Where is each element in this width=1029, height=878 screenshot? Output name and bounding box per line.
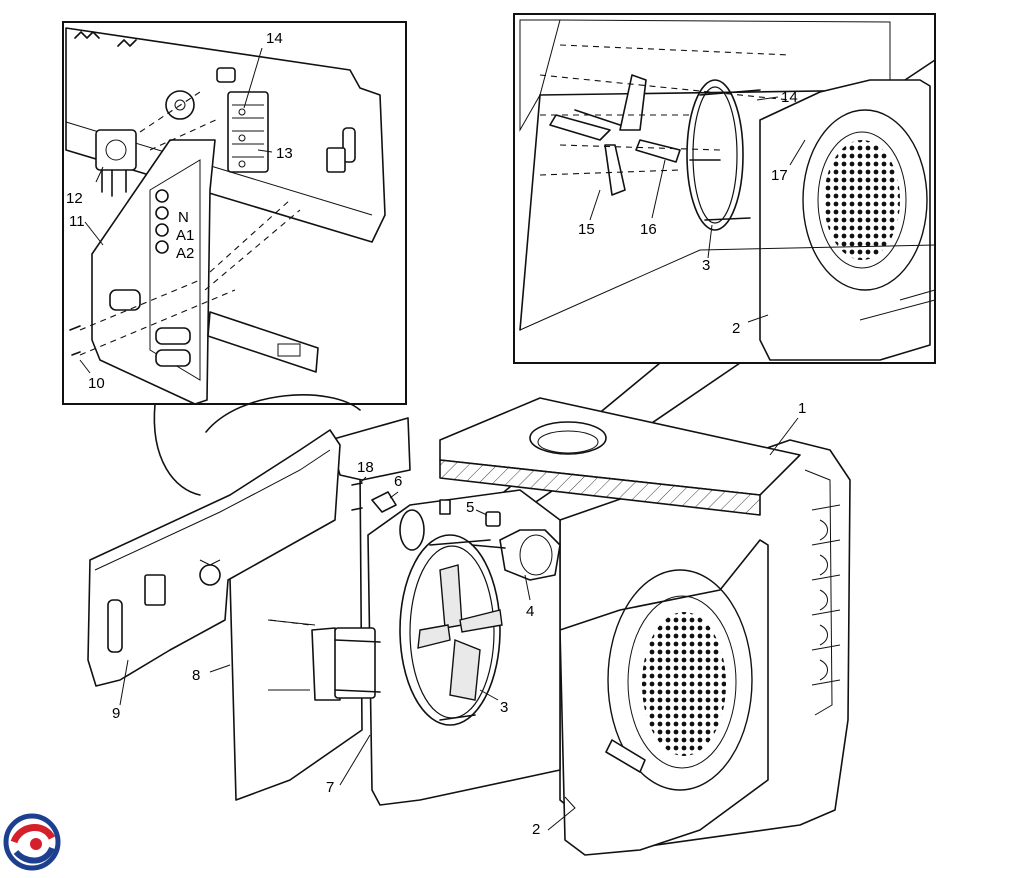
- callout-18: 18: [357, 459, 374, 476]
- callout-2-main: 2: [532, 821, 540, 838]
- ring-element: [686, 79, 761, 231]
- callout-12: 12: [66, 190, 83, 207]
- callout-15: 15: [578, 221, 595, 238]
- callout-17: 17: [771, 167, 788, 184]
- fan-grille-detail: [802, 109, 928, 291]
- callout-4: 4: [526, 603, 534, 620]
- terminal-block: [227, 91, 269, 173]
- fan-blades: [549, 74, 681, 196]
- callout-14-left: 14: [266, 30, 283, 47]
- callout-5: 5: [466, 499, 474, 516]
- callout-11: 11: [69, 213, 85, 230]
- small-component: [485, 511, 501, 527]
- fan-and-heater: [399, 534, 503, 726]
- side-panel: [559, 539, 769, 856]
- panel-label-a1: A1: [176, 227, 194, 244]
- callout-3-right: 3: [702, 257, 710, 274]
- callout-1: 1: [798, 400, 806, 417]
- callout-9: 9: [112, 705, 120, 722]
- thermostat: [95, 129, 137, 197]
- callout-7: 7: [326, 779, 334, 796]
- callout-14-right: 14: [781, 89, 798, 106]
- callout-8: 8: [192, 667, 200, 684]
- element-bracket: [311, 627, 381, 701]
- detail-box-right: 14 17 15 16 3 2: [513, 13, 936, 364]
- callout-13: 13: [276, 145, 293, 162]
- callout-2-right: 2: [732, 320, 740, 337]
- insulation-top: [439, 397, 801, 516]
- brand-logo: [3, 813, 61, 871]
- callout-16: 16: [640, 221, 657, 238]
- rear-outer-panel: [87, 429, 341, 687]
- small-tab: [439, 499, 451, 515]
- panel-label-a2: A2: [176, 245, 194, 262]
- lamp-holder: [471, 529, 561, 581]
- panel-label-n: N: [178, 209, 189, 226]
- detail-box-left: N A1 A2 14 13 12 11 10: [62, 21, 407, 405]
- callout-3-main: 3: [500, 699, 508, 716]
- callout-10: 10: [88, 375, 105, 392]
- callout-6: 6: [394, 473, 402, 490]
